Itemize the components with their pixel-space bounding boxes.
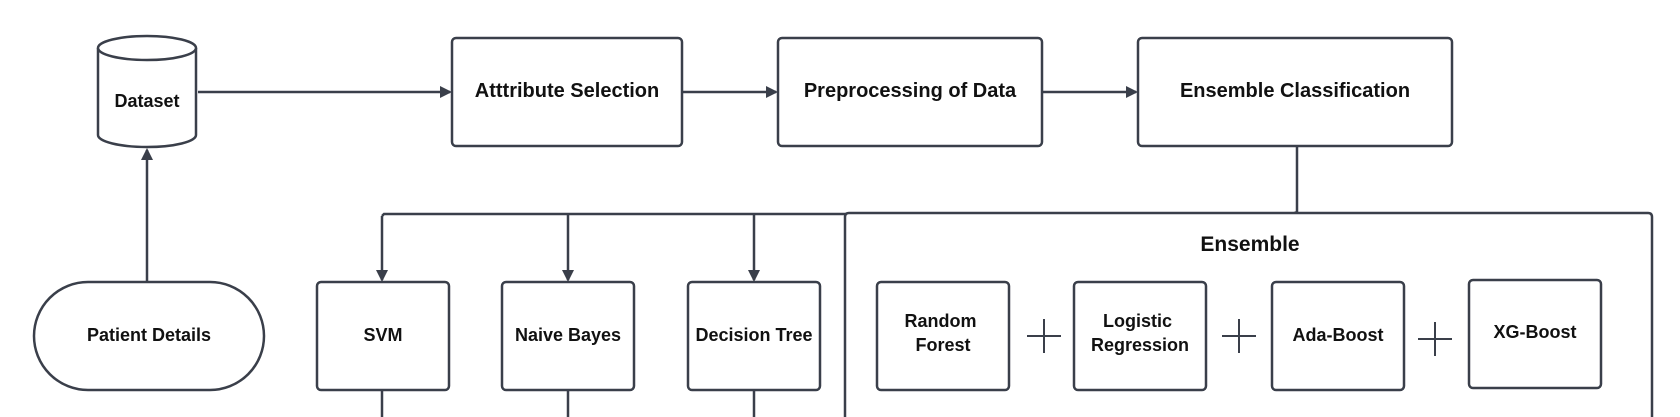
naive-bayes-label: Naive Bayes <box>515 325 621 345</box>
edge-ensemble-classification-branch <box>381 146 1299 217</box>
xg-boost-node: XG-Boost <box>1467 278 1603 390</box>
attribute-selection-node: Atttribute Selection <box>450 36 684 148</box>
random-forest-label: Random Forest <box>904 311 981 355</box>
ada-boost-label: Ada-Boost <box>1293 325 1384 345</box>
decision-tree-label: Decision Tree <box>695 325 812 345</box>
logistic-regression-label: Logistic Regression <box>1091 311 1189 355</box>
ensemble-container: Ensemble Random Forest Logistic Regressi… <box>843 211 1654 417</box>
ensemble-title: Ensemble <box>1200 233 1299 256</box>
plus-icon <box>1222 319 1256 353</box>
naive-bayes-node: Naive Bayes <box>500 280 636 392</box>
attribute-selection-label: Atttribute Selection <box>475 80 659 102</box>
logistic-regression-label-line1: Logistic <box>1103 311 1172 331</box>
svm-node: SVM <box>315 280 451 392</box>
dataset-label: Dataset <box>114 91 179 111</box>
random-forest-label-line1: Random <box>904 311 976 331</box>
patient-details-label: Patient Details <box>87 325 211 345</box>
svm-label: SVM <box>363 325 402 345</box>
logistic-regression-node: Logistic Regression <box>1072 280 1208 392</box>
patient-details-node: Patient Details <box>32 280 266 392</box>
random-forest-label-line2: Forest <box>915 335 970 355</box>
plus-icon <box>1027 319 1061 353</box>
decision-tree-node: Decision Tree <box>686 280 822 392</box>
logistic-regression-label-line2: Regression <box>1091 335 1189 355</box>
ensemble-classification-node: Ensemble Classification <box>1136 36 1454 148</box>
random-forest-node: Random Forest <box>875 280 1011 392</box>
dataset-node: Dataset <box>96 34 198 149</box>
ada-boost-node: Ada-Boost <box>1270 280 1406 392</box>
preprocessing-node: Preprocessing of Data <box>776 36 1044 148</box>
xg-boost-label: XG-Boost <box>1494 322 1577 342</box>
preprocessing-label: Preprocessing of Data <box>804 80 1017 102</box>
ensemble-classification-label: Ensemble Classification <box>1180 80 1410 102</box>
plus-icon <box>1418 322 1452 356</box>
